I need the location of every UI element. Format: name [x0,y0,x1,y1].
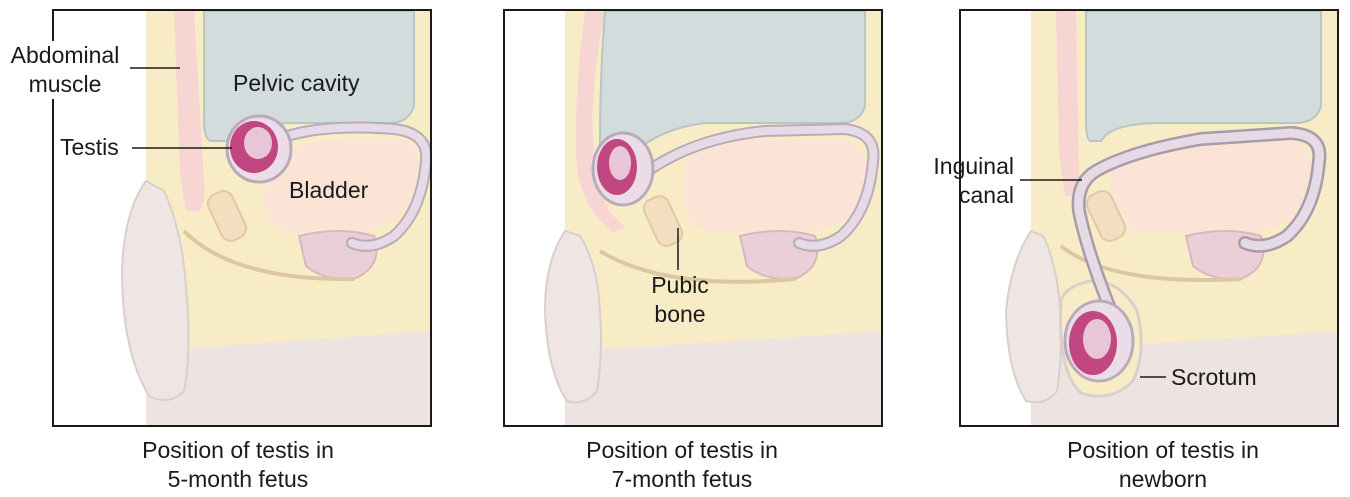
caption-5-month-fetus: Position of testis in 5-month fetus [142,437,334,492]
label-scrotum: Scrotum [1171,364,1257,390]
anatomy-illustration-newborn [961,11,1337,425]
vas-deferens [631,124,878,250]
label-abdominal-muscle: Abdominal muscle [0,41,130,99]
caption-newborn: Position of testis in newborn [1067,437,1259,492]
abdominal-muscle [174,11,205,211]
spermatic-cord [1074,128,1324,316]
abdominal-muscle [1056,11,1080,196]
abdominal-muscle [576,11,625,233]
label-bladder: Bladder [289,177,369,203]
caption-7-month-fetus: Position of testis in 7-month fetus [586,437,778,492]
label-pelvic-cavity: Pelvic cavity [233,70,360,96]
label-testis: Testis [60,134,119,160]
bladder [683,139,868,233]
penis [120,179,190,401]
bladder [1109,139,1314,233]
bladder [264,139,420,233]
vas-deferens [270,123,430,250]
pubic-bone [206,190,248,242]
pubic-bone [642,195,684,247]
anatomy-illustration-7-month [505,11,881,425]
penis [543,229,602,404]
label-inguinal-canal: Inguinal canal [933,153,1014,208]
pelvic-cavity [1085,11,1322,142]
panel-newborn [959,9,1339,427]
label-pubic-bone: Pubic bone [651,272,709,327]
thigh-skin [565,331,881,425]
pubic-bone [1085,190,1127,242]
penis [1004,229,1062,404]
thigh-skin [146,331,430,425]
panel-7-month-fetus [503,9,883,427]
